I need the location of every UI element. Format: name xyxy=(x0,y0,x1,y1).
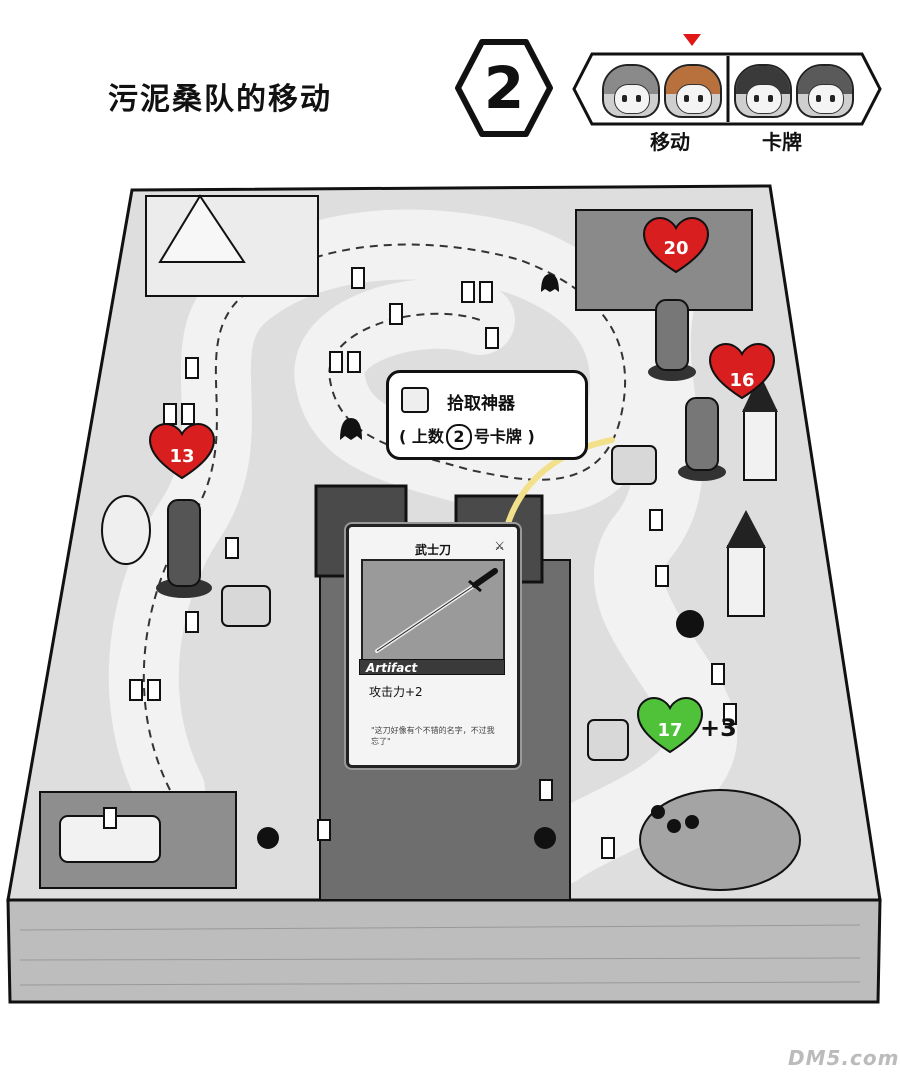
board-path-outline xyxy=(142,243,627,791)
heart-13: 13 xyxy=(148,422,216,480)
figurine-player-1 xyxy=(156,499,212,598)
tower-icon-2 xyxy=(727,545,765,617)
ghost-icon-2 xyxy=(340,418,362,440)
bomb-icon-2 xyxy=(534,827,556,849)
card-art xyxy=(361,559,505,663)
heart-16: 16 xyxy=(708,342,776,400)
bomb-icon xyxy=(257,827,279,849)
katana-icon xyxy=(375,568,498,653)
slime-monster-figure xyxy=(639,789,801,891)
skull-mark-icon xyxy=(676,610,704,638)
wood-grain xyxy=(19,924,861,986)
event-instruction-suffix: 号卡牌 ) xyxy=(473,427,535,446)
event-instruction-prefix: ( 上数 xyxy=(399,427,444,446)
heart-17-value: 17 xyxy=(657,720,682,741)
party-label-card: 卡牌 xyxy=(762,130,802,154)
portrait-member-4[interactable] xyxy=(796,64,854,118)
tent-icon xyxy=(158,194,246,263)
heart-17: 17 xyxy=(636,696,704,754)
turn-number: 2 xyxy=(483,54,525,122)
card-flavor-text: "这刀好像有个不错的名字，不过我忘了" xyxy=(371,726,495,746)
board-path-right xyxy=(525,265,738,885)
portrait-member-3[interactable] xyxy=(734,64,792,118)
turn-badge: 2 xyxy=(452,36,556,140)
figurine-player-3 xyxy=(678,397,726,481)
sword-cost-icon: ⚔ xyxy=(494,539,505,553)
party-order-bar: 移动 卡牌 xyxy=(572,52,882,154)
page-title: 污泥桑队的移动 xyxy=(108,82,332,117)
hexagon-icon xyxy=(455,39,553,137)
tower-roof-icon xyxy=(742,374,778,412)
board-front-side xyxy=(6,898,882,1004)
heart-13-value: 13 xyxy=(169,446,194,467)
card-effect: 攻击力+2 xyxy=(369,685,423,699)
tower-roof-icon-2 xyxy=(726,510,766,548)
portrait-member-1[interactable] xyxy=(602,64,660,118)
card-type: Artifact xyxy=(359,659,505,675)
skull-icon xyxy=(101,495,151,565)
card-name: 武士刀 xyxy=(414,543,451,557)
heart-20-value: 20 xyxy=(663,238,688,259)
heart-16-value: 16 xyxy=(729,370,754,391)
tower-icon xyxy=(743,409,777,481)
chest-icon xyxy=(401,387,429,413)
heart-20: 20 xyxy=(642,216,710,274)
event-title: 拾取神器 xyxy=(447,394,515,414)
chest-icon-3 xyxy=(611,445,657,485)
portrait-member-2[interactable] xyxy=(664,64,722,118)
tile-slots xyxy=(103,267,737,859)
chest-icon xyxy=(221,585,271,627)
heal-bonus-text: +3 xyxy=(700,714,737,742)
ghost-icon xyxy=(541,274,559,292)
figurine-player-2 xyxy=(648,299,696,381)
active-turn-marker-icon xyxy=(683,34,701,46)
sparkle-trail xyxy=(503,437,615,533)
artifact-card[interactable]: 武士刀 ⚔ Artifact 攻击力+2 "这刀好像有个不错的名字，不过我忘了" xyxy=(346,524,520,768)
event-card-number: 2 xyxy=(445,424,472,450)
party-label-move: 移动 xyxy=(650,130,690,154)
watermark: DM5.com xyxy=(788,1046,900,1070)
chest-icon-2 xyxy=(587,719,629,761)
